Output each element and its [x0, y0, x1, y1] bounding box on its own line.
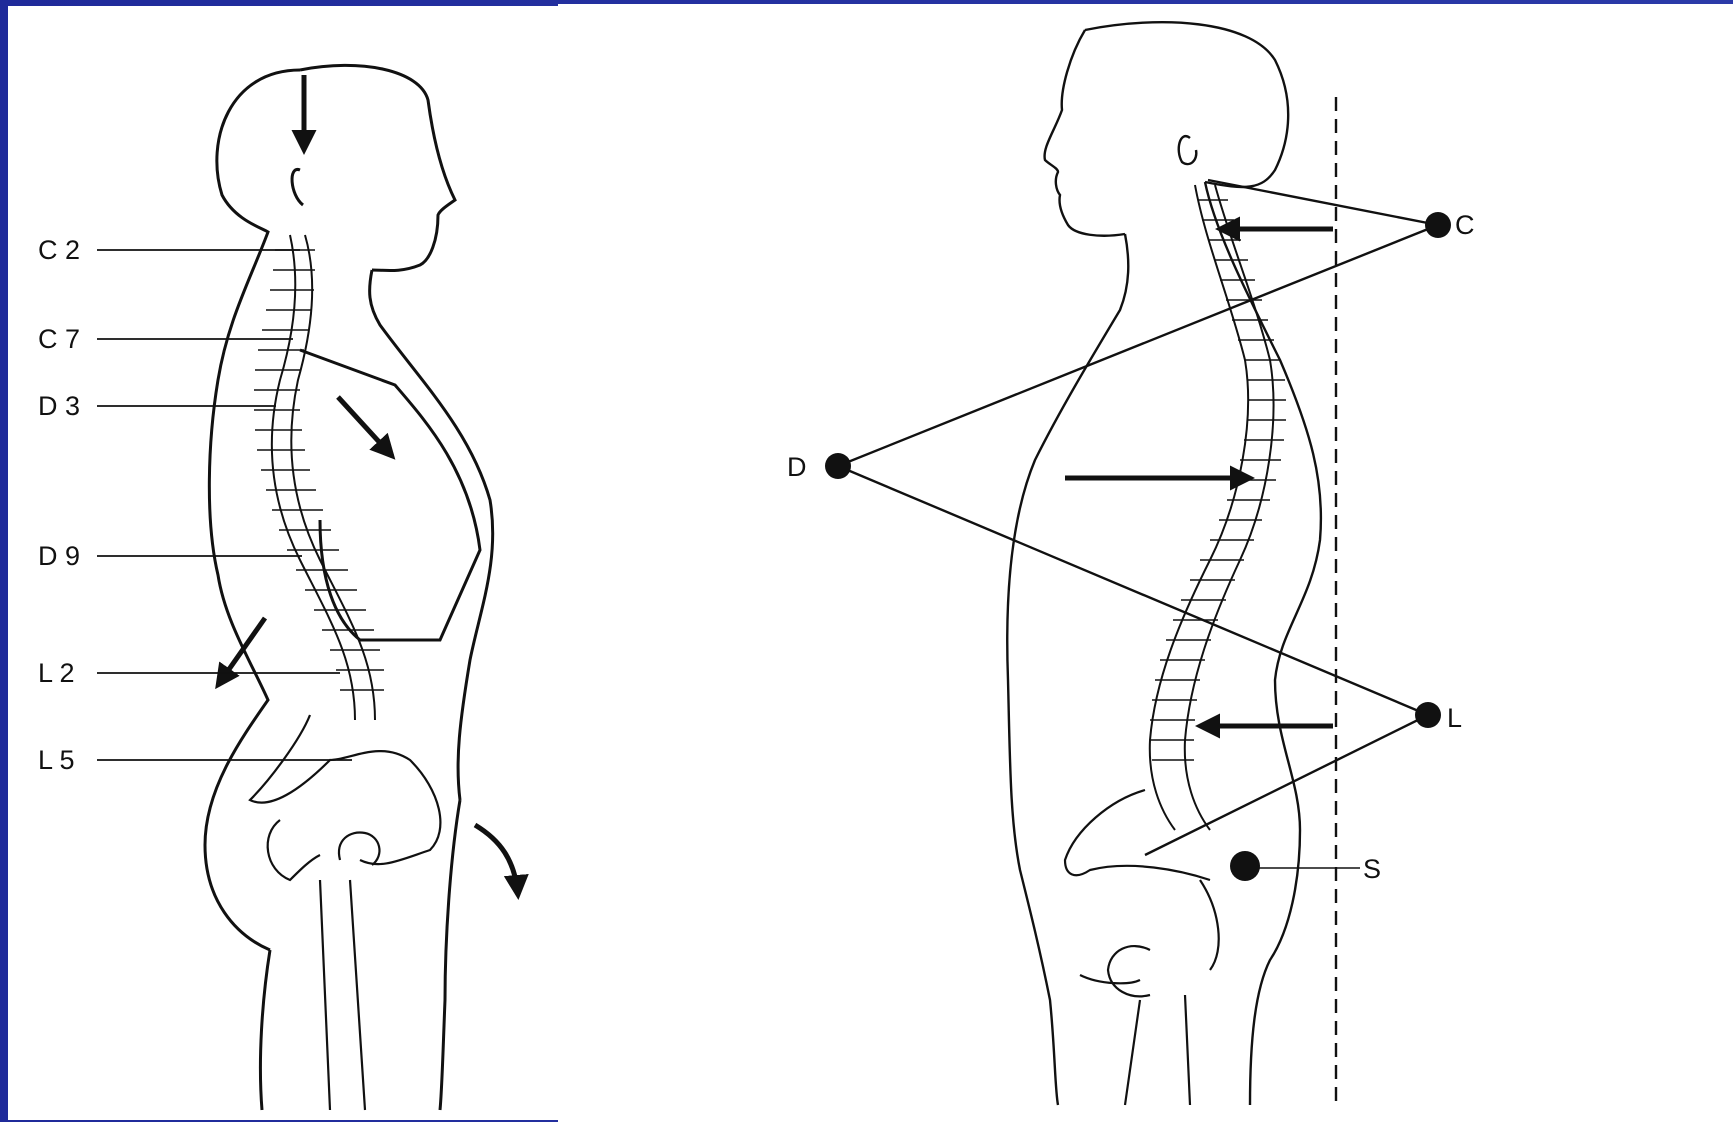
label-l2: L 2	[38, 658, 75, 688]
label-point-l: L	[1447, 703, 1462, 733]
right-panel	[558, 4, 1733, 1122]
label-point-s: S	[1363, 854, 1381, 884]
label-c7: C 7	[38, 324, 80, 354]
label-point-d: D	[787, 452, 807, 482]
point-l	[1415, 702, 1441, 728]
point-s	[1230, 851, 1260, 881]
label-d9: D 9	[38, 541, 80, 571]
label-l5: L 5	[38, 745, 75, 775]
label-d3: D 3	[38, 391, 80, 421]
label-point-c: C	[1455, 210, 1475, 240]
point-d	[825, 453, 851, 479]
point-c	[1425, 212, 1451, 238]
label-c2: C 2	[38, 235, 80, 265]
